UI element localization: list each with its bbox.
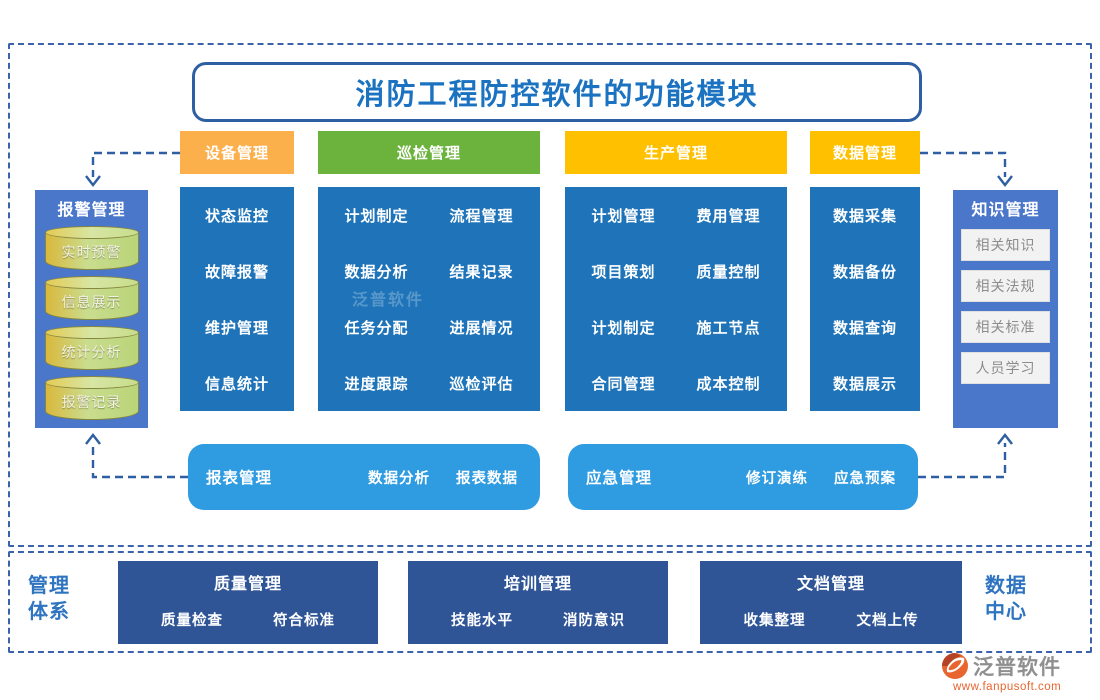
- training-box-item: 消防意识: [563, 612, 625, 629]
- column-item: 结果记录: [449, 263, 514, 281]
- column-item: 维护管理: [204, 319, 269, 337]
- column-item: 数据展示: [832, 375, 897, 393]
- column-item: 数据备份: [832, 263, 897, 281]
- report-box-item: 报表数据: [456, 470, 518, 487]
- document-management-box: 文档管理 收集整理 文档上传: [700, 561, 962, 644]
- knowledge-item: 相关标准: [961, 311, 1050, 343]
- column-item: 计划管理: [591, 207, 656, 225]
- quality-box-title: 质量管理: [213, 576, 282, 593]
- database-cylinder-icon: [44, 376, 139, 389]
- header-equipment-management: 设备管理: [180, 131, 294, 174]
- training-management-box: 培训管理 技能水平 消防意识: [408, 561, 668, 644]
- column-item: 任务分配: [344, 319, 409, 337]
- fanpu-logo-icon: [942, 653, 968, 679]
- data-center-label: 数据 中心: [985, 573, 1027, 625]
- training-box-title: 培训管理: [503, 576, 572, 593]
- quality-box-item: 质量检查: [161, 612, 223, 629]
- knowledge-item: 人员学习: [961, 352, 1050, 384]
- report-box-title: 报表管理: [206, 470, 273, 487]
- document-box-item: 收集整理: [743, 612, 806, 629]
- alarm-cylinder-label: 报警记录: [61, 394, 122, 410]
- alarm-cylinder: 统计分析: [44, 326, 139, 370]
- document-box-title: 文档管理: [796, 576, 865, 593]
- column-production: 计划管理 费用管理 项目策划 质量控制 计划制定 施工节点 合同管理 成本控制: [565, 187, 787, 411]
- report-box-item: 数据分析: [368, 470, 430, 487]
- database-cylinder-icon: [44, 326, 139, 339]
- header-data-management: 数据管理: [810, 131, 920, 174]
- document-box-item: 文档上传: [856, 612, 919, 629]
- column-item: 费用管理: [696, 207, 761, 225]
- emergency-box-title: 应急管理: [586, 470, 653, 487]
- vendor-name: 泛普软件: [973, 656, 1061, 679]
- alarm-cylinder: 报警记录: [44, 376, 139, 420]
- label-line: 中心: [985, 601, 1027, 623]
- database-cylinder-icon: [44, 383, 139, 420]
- diagram-title: 消防工程防控软件的功能模块: [355, 79, 759, 111]
- header-inspection-management: 巡检管理: [318, 131, 540, 174]
- alarm-cylinder-label: 实时预警: [61, 244, 122, 260]
- vendor-url-link[interactable]: www.fanpusoft.com: [953, 681, 1062, 693]
- alarm-cylinder: 实时预警: [44, 226, 139, 270]
- database-cylinder-icon: [44, 333, 139, 370]
- column-item: 数据采集: [832, 207, 897, 225]
- quality-box-item: 符合标准: [273, 612, 335, 629]
- column-item: 施工节点: [696, 319, 761, 337]
- knowledge-item: 相关知识: [961, 229, 1050, 261]
- header-label: 生产管理: [643, 145, 708, 162]
- emergency-box-item: 应急预案: [834, 470, 896, 487]
- knowledge-item: 相关法规: [961, 270, 1050, 302]
- bottom-section-frame: [8, 551, 1092, 653]
- label-line: 数据: [985, 575, 1027, 597]
- alarm-panel-title: 报警管理: [57, 202, 126, 219]
- knowledge-management-panel: 知识管理 相关知识 相关法规 相关标准 人员学习: [953, 190, 1058, 428]
- knowledge-panel-title: 知识管理: [971, 202, 1040, 219]
- header-label: 数据管理: [832, 145, 897, 162]
- column-item: 合同管理: [591, 375, 656, 393]
- database-cylinder-icon: [44, 226, 139, 239]
- column-item: 进展情况: [449, 319, 514, 337]
- diagram-title-box: 消防工程防控软件的功能模块: [192, 62, 922, 122]
- column-item: 数据查询: [832, 319, 897, 337]
- header-label: 巡检管理: [396, 145, 461, 162]
- vendor-logo: 泛普软件 www.fanpusoft.com: [941, 651, 1093, 693]
- alarm-cylinder-label: 信息展示: [61, 294, 122, 310]
- column-item: 流程管理: [449, 207, 514, 225]
- emergency-box-item: 修订演练: [746, 470, 808, 487]
- column-item: 质量控制: [696, 263, 761, 281]
- emergency-management-box: 应急管理 修订演练 应急预案: [568, 444, 918, 510]
- alarm-cylinder-label: 统计分析: [61, 344, 122, 360]
- column-item: 巡检评估: [449, 375, 514, 393]
- training-box-item: 技能水平: [451, 612, 513, 629]
- label-line: 体系: [28, 601, 70, 623]
- header-label: 设备管理: [204, 145, 269, 162]
- column-item: 计划制定: [344, 207, 409, 225]
- database-cylinder-icon: [44, 283, 139, 320]
- column-equipment: 状态监控 故障报警 维护管理 信息统计: [180, 187, 294, 411]
- database-cylinder-icon: [44, 276, 139, 289]
- column-item: 信息统计: [204, 375, 269, 393]
- quality-management-box: 质量管理 质量检查 符合标准: [118, 561, 378, 644]
- column-item: 计划制定: [591, 319, 656, 337]
- column-item: 状态监控: [204, 207, 269, 225]
- header-production-management: 生产管理: [565, 131, 787, 174]
- column-item: 成本控制: [696, 375, 761, 393]
- column-item: 项目策划: [591, 263, 656, 281]
- column-data: 数据采集 数据备份 数据查询 数据展示: [810, 187, 920, 411]
- management-system-label: 管理 体系: [28, 573, 70, 625]
- report-management-box: 报表管理 数据分析 报表数据: [188, 444, 540, 510]
- main-section-frame: [8, 43, 1092, 547]
- column-item: 故障报警: [204, 263, 269, 281]
- alarm-cylinder: 信息展示: [44, 276, 139, 320]
- alarm-management-panel: 报警管理 实时预警 信息展示 统计分析 报警记录: [35, 190, 148, 428]
- database-cylinder-icon: [44, 233, 139, 270]
- column-inspection: 计划制定 流程管理 数据分析 结果记录 任务分配 进展情况 进度跟踪 巡检评估: [318, 187, 540, 411]
- column-item: 进度跟踪: [344, 375, 409, 393]
- label-line: 管理: [28, 575, 70, 597]
- column-item: 数据分析: [344, 263, 409, 281]
